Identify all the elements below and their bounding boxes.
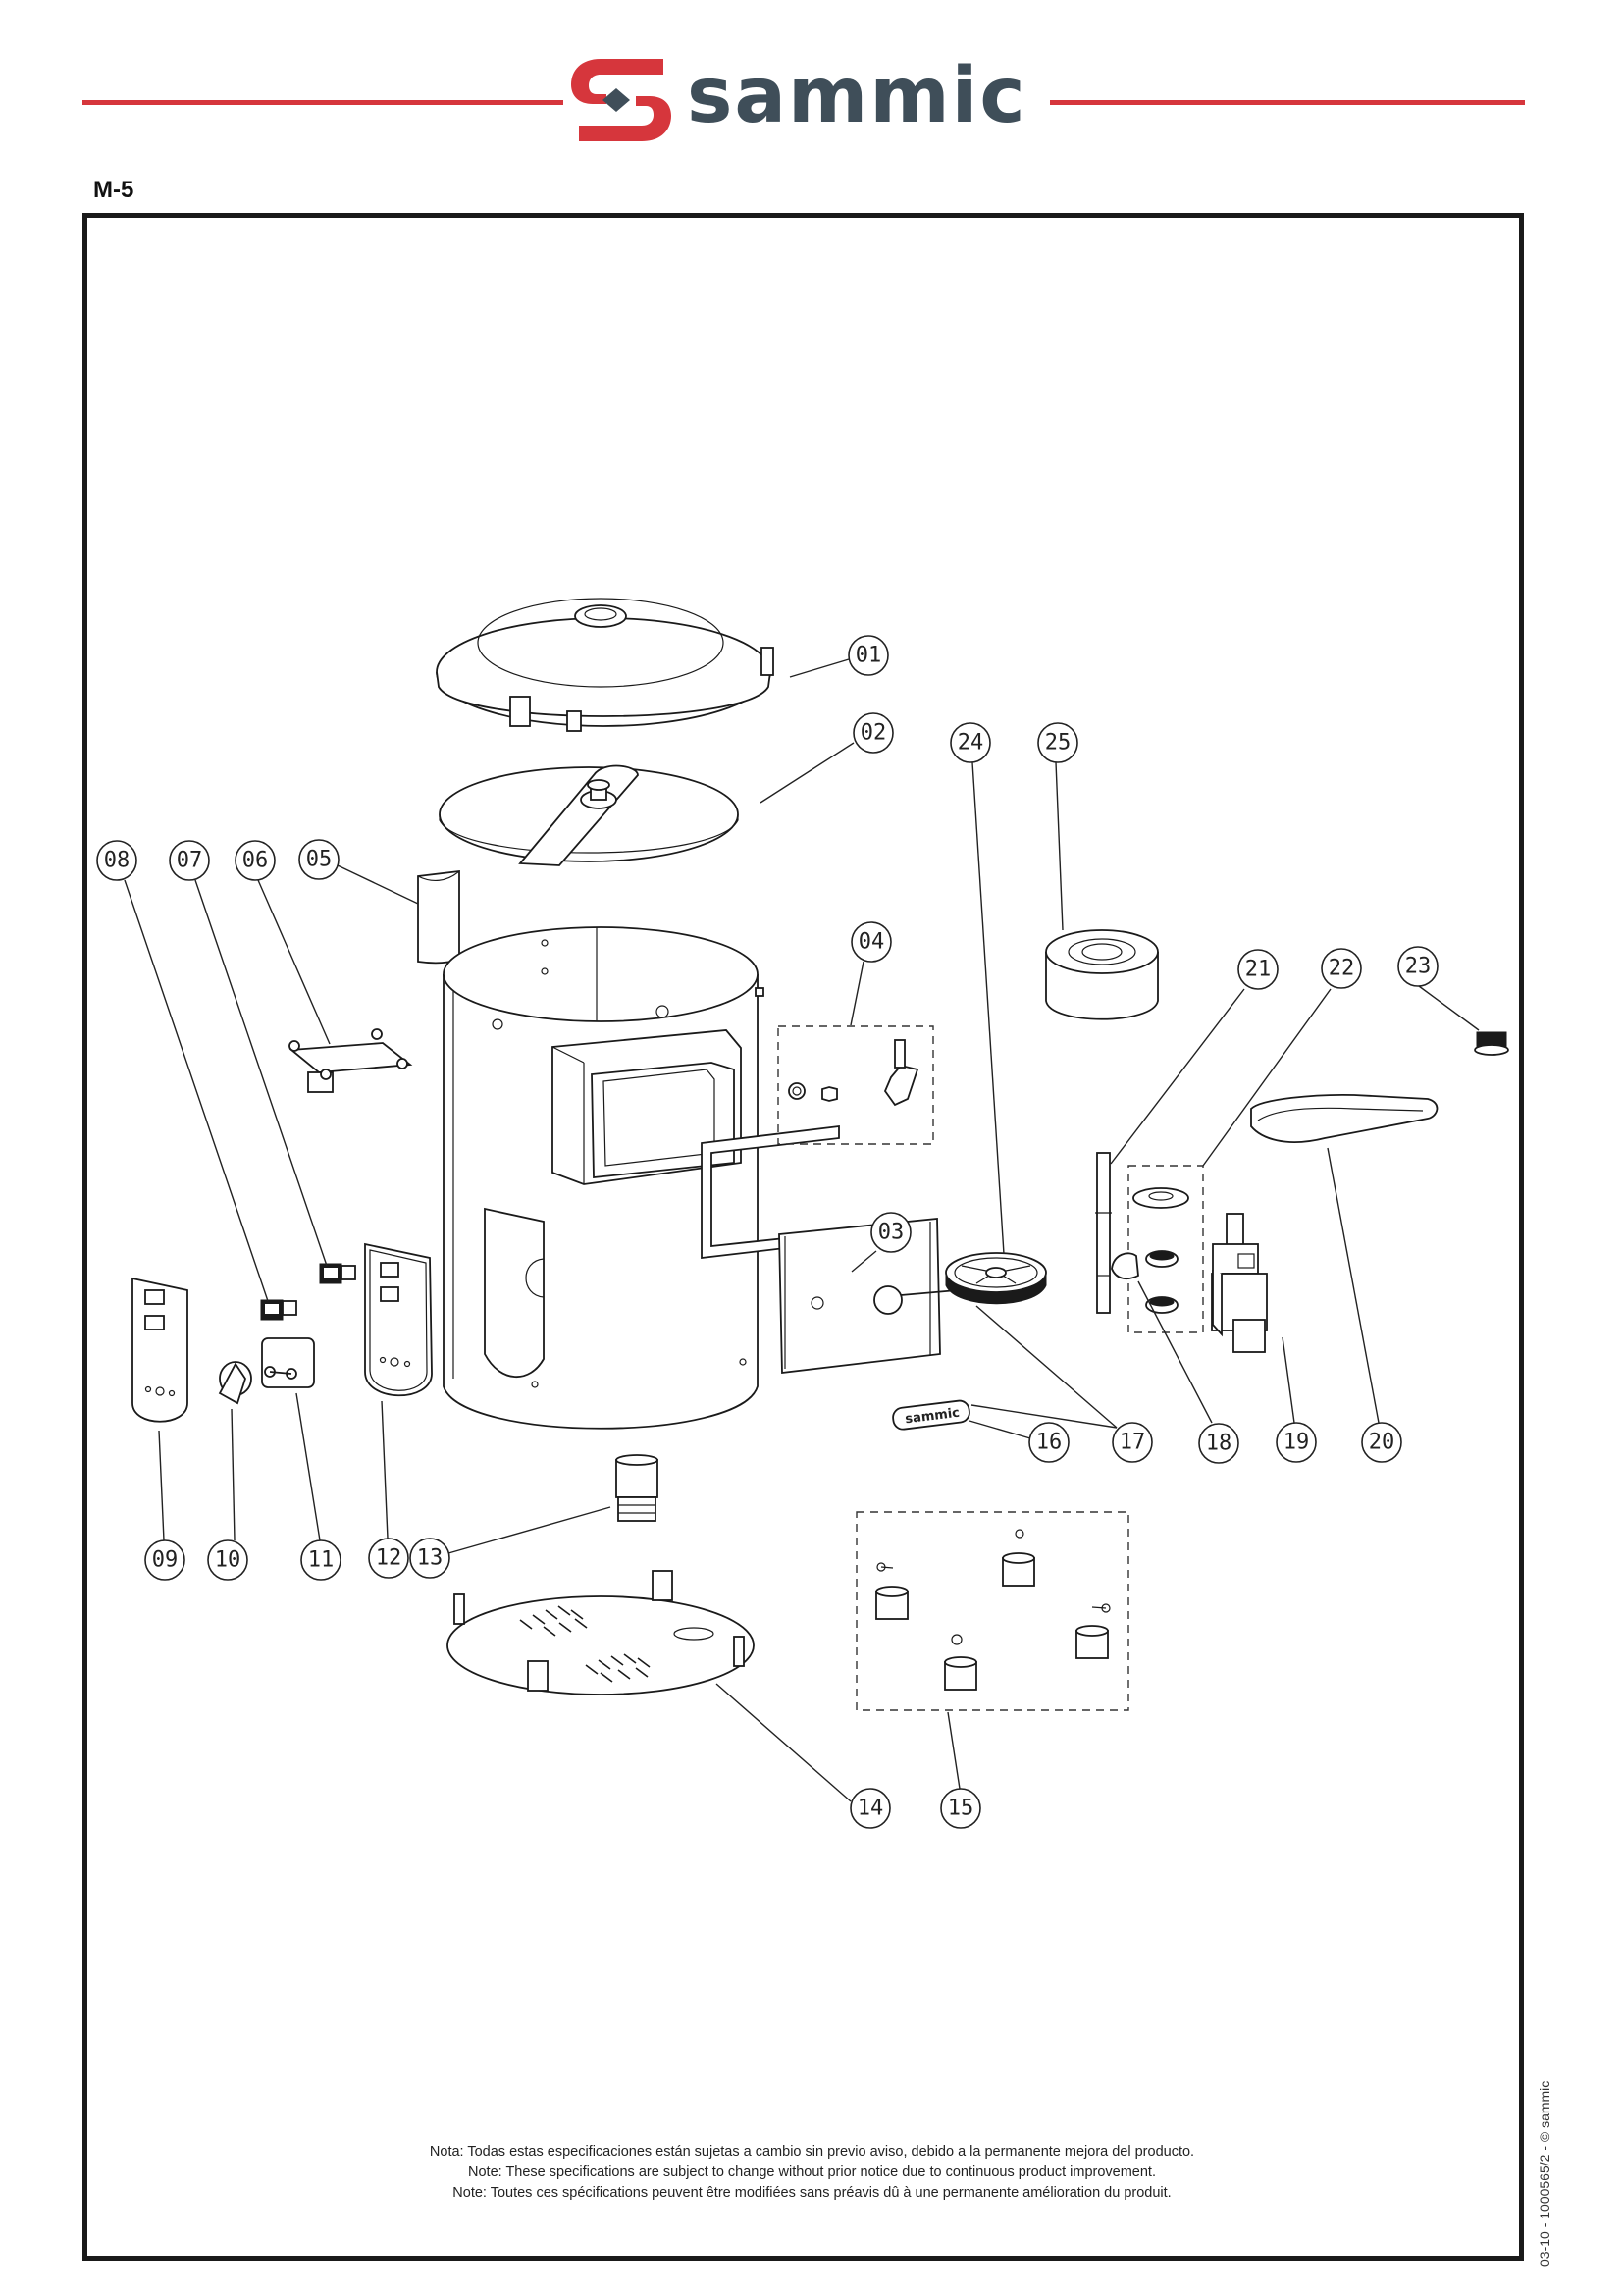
svg-text:01: 01 xyxy=(856,644,882,668)
svg-text:18: 18 xyxy=(1206,1432,1232,1456)
leader-lines xyxy=(124,658,1480,1802)
note-english: Note: These specifications are subject t… xyxy=(468,2165,1156,2180)
callout-16: 16 xyxy=(1028,1422,1070,1463)
callout-07: 07 xyxy=(169,840,210,881)
callout-25: 25 xyxy=(1037,722,1078,763)
part-timer xyxy=(261,1337,315,1388)
callout-17: 17 xyxy=(1112,1422,1153,1463)
svg-text:22: 22 xyxy=(1329,957,1355,981)
svg-text:17: 17 xyxy=(1120,1431,1146,1455)
callout-24: 24 xyxy=(950,722,991,763)
part-timer-knob xyxy=(218,1361,252,1405)
part-brand-badge: sammic xyxy=(892,1399,970,1431)
part-control-panel xyxy=(364,1242,433,1397)
header-rule-left xyxy=(82,100,563,105)
callout-18: 18 xyxy=(1198,1423,1239,1464)
svg-text:14: 14 xyxy=(858,1797,884,1821)
callout-08: 08 xyxy=(96,840,137,881)
callout-02: 02 xyxy=(853,712,894,754)
document-code: 03-10 - 1000565/2 - © sammic xyxy=(1537,2080,1552,2267)
callout-04: 04 xyxy=(851,921,892,963)
svg-text:09: 09 xyxy=(152,1548,179,1573)
part-motor xyxy=(1211,1213,1268,1353)
svg-text:02: 02 xyxy=(861,721,887,746)
header-rule-right xyxy=(1050,100,1525,105)
callout-03: 03 xyxy=(870,1212,912,1253)
svg-text:03: 03 xyxy=(878,1221,905,1245)
brand-name: sammic xyxy=(687,52,1027,140)
model-label: M-5 xyxy=(93,177,134,203)
note-french: Note: Toutes ces spécifications peuvent … xyxy=(452,2185,1172,2201)
part-bearing-housing xyxy=(1045,929,1159,1020)
part-bearing-kit xyxy=(1127,1165,1204,1333)
svg-text:19: 19 xyxy=(1283,1431,1310,1455)
part-shaft xyxy=(1095,1152,1112,1314)
part-water-deflector xyxy=(417,869,460,965)
callout-23: 23 xyxy=(1397,946,1439,987)
svg-text:12: 12 xyxy=(376,1546,402,1571)
part-switch-08 xyxy=(260,1299,297,1321)
callout-15: 15 xyxy=(940,1788,981,1829)
part-lid xyxy=(436,598,774,732)
part-motor-pulley xyxy=(1474,1031,1509,1056)
svg-text:16: 16 xyxy=(1036,1431,1063,1455)
svg-text:13: 13 xyxy=(417,1546,444,1571)
svg-text:15: 15 xyxy=(948,1797,974,1821)
callout-06: 06 xyxy=(235,840,276,881)
sammic-logo-icon xyxy=(571,59,671,141)
disclaimer-notes: Nota: Todas estas especificaciones están… xyxy=(314,2142,1310,2204)
part-drum-body xyxy=(443,926,764,1430)
diagram-frame xyxy=(82,213,1524,2261)
callout-20: 20 xyxy=(1361,1422,1402,1463)
part-switch-07 xyxy=(319,1263,356,1284)
svg-text:24: 24 xyxy=(958,731,984,756)
callout-21: 21 xyxy=(1237,949,1279,990)
callout-12: 12 xyxy=(368,1538,409,1579)
svg-text:11: 11 xyxy=(308,1548,335,1573)
callout-22: 22 xyxy=(1321,948,1362,989)
callout-19: 19 xyxy=(1276,1422,1317,1463)
callout-11: 11 xyxy=(300,1539,341,1581)
svg-text:20: 20 xyxy=(1369,1431,1395,1455)
svg-text:06: 06 xyxy=(242,849,269,873)
svg-text:04: 04 xyxy=(859,930,885,955)
part-pulley xyxy=(945,1252,1047,1305)
svg-text:05: 05 xyxy=(306,848,333,872)
svg-text:25: 25 xyxy=(1045,731,1072,756)
part-water-inlet-kit xyxy=(777,1025,934,1145)
svg-text:08: 08 xyxy=(104,849,131,873)
part-control-label xyxy=(131,1277,188,1423)
callout-09: 09 xyxy=(144,1539,185,1581)
svg-text:21: 21 xyxy=(1245,958,1272,982)
part-drain-fitting xyxy=(615,1454,658,1522)
callout-05: 05 xyxy=(298,839,340,880)
svg-text:07: 07 xyxy=(177,849,203,873)
badge-text: sammic xyxy=(905,1406,961,1428)
part-feet-kit xyxy=(856,1511,1129,1711)
callout-14: 14 xyxy=(850,1788,891,1829)
part-base-plate xyxy=(446,1570,755,1695)
callout-10: 10 xyxy=(207,1539,248,1581)
part-door-frame xyxy=(701,1124,840,1260)
svg-text:23: 23 xyxy=(1405,955,1432,979)
note-spanish: Nota: Todas estas especificaciones están… xyxy=(429,2144,1195,2160)
part-handle-knob xyxy=(1111,1252,1139,1280)
callout-01: 01 xyxy=(848,635,889,676)
svg-text:10: 10 xyxy=(215,1548,241,1573)
callout-13: 13 xyxy=(409,1538,450,1579)
part-belt xyxy=(1250,1093,1439,1143)
part-peeling-disc xyxy=(439,764,739,866)
part-electrical-plate xyxy=(288,1028,413,1093)
